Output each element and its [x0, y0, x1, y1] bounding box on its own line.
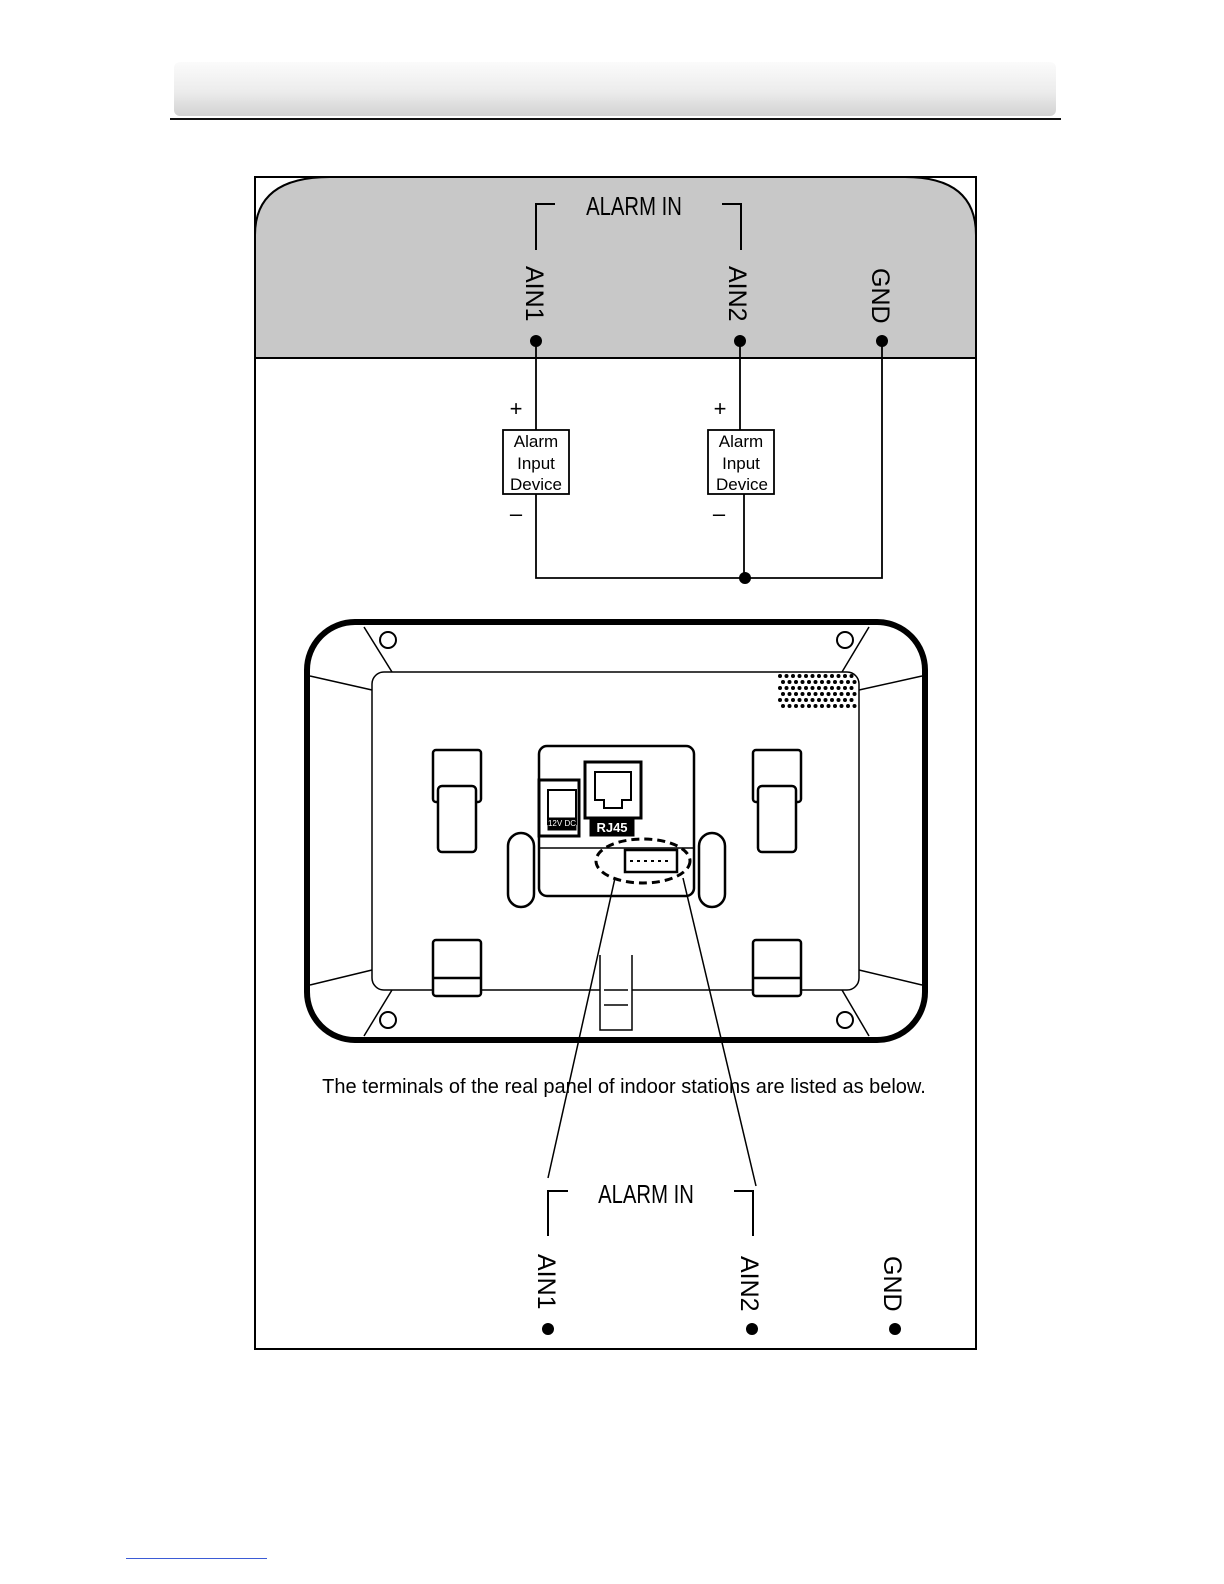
stand-tab — [600, 955, 632, 1030]
device-1-plus-sign: + — [510, 396, 523, 421]
terminal-label-ain1-bottom: AIN1 — [532, 1254, 560, 1310]
rj45-port-label: RJ45 — [596, 820, 627, 835]
terminal-label-gnd-top: GND — [866, 268, 894, 324]
terminal-label-gnd-bottom: GND — [878, 1256, 906, 1312]
device-2-minus-sign: – — [713, 501, 726, 526]
terminal-label-ain2-bottom: AIN2 — [735, 1256, 763, 1312]
power-jack-label: 12V DC — [548, 819, 576, 828]
terminal-label-ain2-top: AIN2 — [723, 266, 751, 322]
terminal-label-ain1-top: AIN1 — [520, 266, 548, 322]
terminal-dot-ain1-bottom — [542, 1323, 554, 1335]
svg-text:Device: Device — [510, 475, 562, 494]
alarm-input-device-1: Alarm Input Device — [503, 430, 569, 494]
svg-text:Input: Input — [722, 454, 760, 473]
alarm-in-label-bottom: ALARM IN — [598, 1180, 694, 1209]
footer-rule — [126, 1558, 267, 1559]
svg-text:Alarm: Alarm — [514, 432, 558, 451]
alarm-input-device-2: Alarm Input Device — [708, 430, 774, 494]
terminal-dot-gnd-bottom — [889, 1323, 901, 1335]
pointer-lines — [548, 878, 756, 1186]
alarm-in-label-top: ALARM IN — [586, 192, 682, 221]
device-2-plus-sign: + — [714, 396, 727, 421]
device-1-minus-sign: – — [510, 501, 523, 526]
svg-text:Device: Device — [716, 475, 768, 494]
terminals-caption: The terminals of the real panel of indoo… — [322, 1076, 926, 1098]
junction-dot — [739, 572, 751, 584]
svg-text:Alarm: Alarm — [719, 432, 763, 451]
svg-text:Input: Input — [517, 454, 555, 473]
terminal-dot-ain2-bottom — [746, 1323, 758, 1335]
speaker-grille-icon — [778, 674, 857, 708]
